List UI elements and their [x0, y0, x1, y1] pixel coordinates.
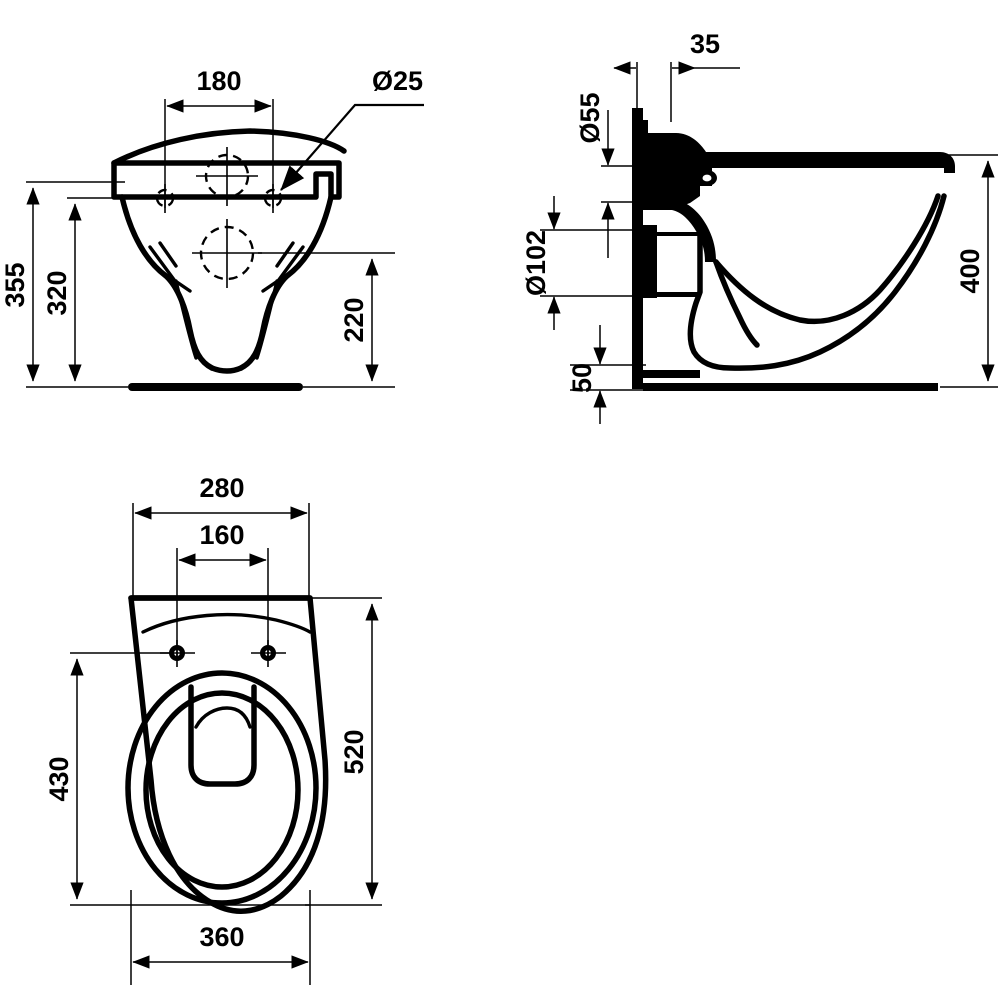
dimension-label-180: 180 — [196, 66, 241, 96]
front-inner-left — [174, 279, 198, 360]
front-bowl-bottom — [209, 365, 244, 374]
plan-tongue-arc — [194, 706, 252, 729]
front-body-left — [119, 194, 215, 371]
front-rim-band — [111, 160, 342, 200]
dimension-side-400: 400 — [930, 154, 998, 388]
front-body-right — [238, 194, 334, 371]
dimension-label-355: 355 — [0, 262, 30, 307]
plan-pan-outline — [128, 595, 329, 914]
side-bowl-upper-wall — [643, 200, 716, 262]
dimension-label-160: 160 — [199, 520, 244, 550]
dimension-plan-360: 360 — [130, 890, 311, 985]
dimension-label-d55: Ø55 — [575, 92, 605, 143]
plan-seat-outer — [125, 670, 319, 906]
plan-bolt-holes — [160, 640, 286, 667]
dimension-label-520: 520 — [339, 729, 369, 774]
side-rim-assembly — [643, 133, 955, 186]
dimension-label-d25: Ø25 — [372, 66, 423, 96]
valve-bore — [702, 174, 712, 182]
dimension-label-360: 360 — [199, 922, 244, 952]
dimension-side-d55: Ø55 — [575, 92, 645, 258]
flush-bore-centerline — [196, 147, 258, 206]
dimension-front-220: 220 — [258, 252, 395, 388]
dimension-plan-520: 520 — [305, 597, 382, 906]
side-outlet-socket-bottom-lip — [643, 292, 700, 297]
side-wall-plate — [632, 108, 643, 389]
dimension-front-d25: Ø25 — [280, 66, 424, 191]
front-left-gusset — [148, 241, 192, 293]
outlet-bore-centerline — [192, 219, 262, 288]
dimension-label-280: 280 — [199, 473, 244, 503]
dimension-front-355: 355 — [0, 181, 128, 388]
dimension-plan-280: 280 — [132, 473, 310, 600]
dimension-label-320: 320 — [42, 270, 72, 315]
leader-line-d25 — [280, 103, 424, 191]
plan-flush-tongue — [188, 684, 257, 787]
side-section-view: 35 Ø55 Ø102 — [521, 29, 998, 424]
dimension-side-50: 50 — [567, 325, 646, 424]
side-trap-inner-line — [713, 259, 760, 348]
plan-rear-rim-arc — [141, 612, 312, 634]
side-pan-outer-profile — [687, 193, 947, 371]
dimension-front-320: 320 — [42, 197, 160, 382]
dimension-plan-160: 160 — [176, 520, 269, 660]
side-outlet-socket — [643, 225, 657, 298]
front-floor-bar — [128, 383, 303, 391]
side-floor-bar — [643, 383, 938, 391]
side-seat-ring — [643, 133, 955, 186]
dimension-side-35: 35 — [613, 29, 740, 122]
dimension-front-180: 180 — [164, 66, 274, 208]
side-inlet-horn — [643, 168, 700, 208]
side-bowl-inner-curve — [713, 193, 941, 325]
side-flush-valve-detail — [697, 170, 717, 186]
front-pan-outline — [111, 128, 347, 374]
dimension-label-35: 35 — [690, 29, 720, 59]
dimension-label-50: 50 — [567, 363, 597, 393]
dimension-label-430: 430 — [44, 756, 74, 801]
dimension-side-d102: Ø102 — [521, 196, 646, 330]
side-pan-base-tab — [643, 370, 700, 378]
front-elevation-view: 180 Ø25 355 320 — [0, 66, 424, 391]
plan-view: 280 160 430 520 — [44, 473, 382, 985]
dimension-label-d102: Ø102 — [521, 230, 551, 296]
front-inner-right — [255, 279, 279, 360]
dimension-label-220: 220 — [339, 297, 369, 342]
side-outlet-socket-top-lip — [643, 232, 700, 236]
side-seat-lid — [706, 160, 944, 168]
dimension-label-400: 400 — [955, 248, 985, 293]
front-hidden-bores — [192, 147, 262, 288]
plan-seat-inner — [143, 690, 301, 890]
dimension-plan-430: 430 — [44, 652, 310, 906]
